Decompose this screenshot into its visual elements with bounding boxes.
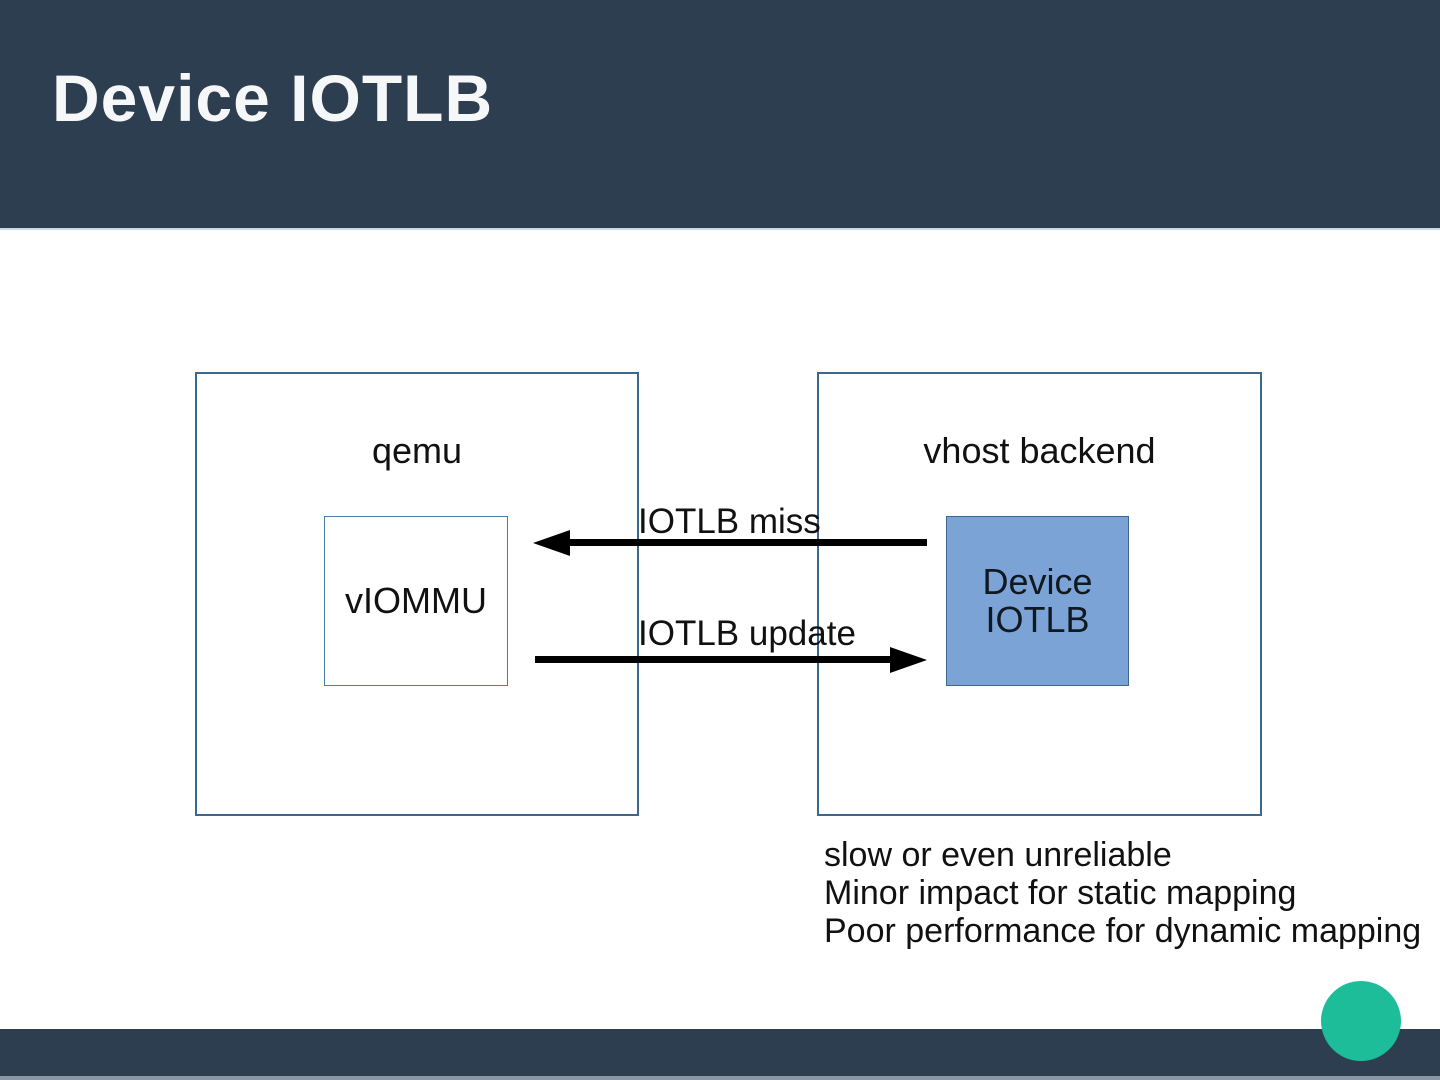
slide-title: Device IOTLB: [52, 61, 494, 135]
iotlb-update-arrow: [535, 656, 890, 663]
qemu-label: qemu: [371, 430, 463, 471]
slide-footer: [0, 1029, 1440, 1080]
note-line: Minor impact for static mapping: [824, 874, 1297, 912]
iotlb-miss-arrow: [570, 539, 927, 546]
iotlb-update-label: IOTLB update: [638, 614, 856, 653]
note-line: Poor performance for dynamic mapping: [824, 912, 1422, 950]
device-iotlb-label: Device IOTLB: [982, 561, 1093, 640]
iotlb-miss-label: IOTLB miss: [638, 502, 821, 541]
device-iotlb-box: Device IOTLB: [946, 516, 1129, 686]
slide-header: Device IOTLB: [0, 0, 1440, 230]
bottom-edge-line: [0, 1076, 1440, 1080]
note-line: slow or even unreliable: [824, 836, 1172, 874]
vhost-backend-label: vhost backend: [923, 430, 1156, 471]
notes-block: slow or even unreliable Minor impact for…: [824, 836, 1421, 950]
viommu-label: vIOMMU: [345, 580, 487, 621]
viommu-box: vIOMMU: [324, 516, 508, 686]
accent-circle-icon: [1321, 981, 1401, 1061]
